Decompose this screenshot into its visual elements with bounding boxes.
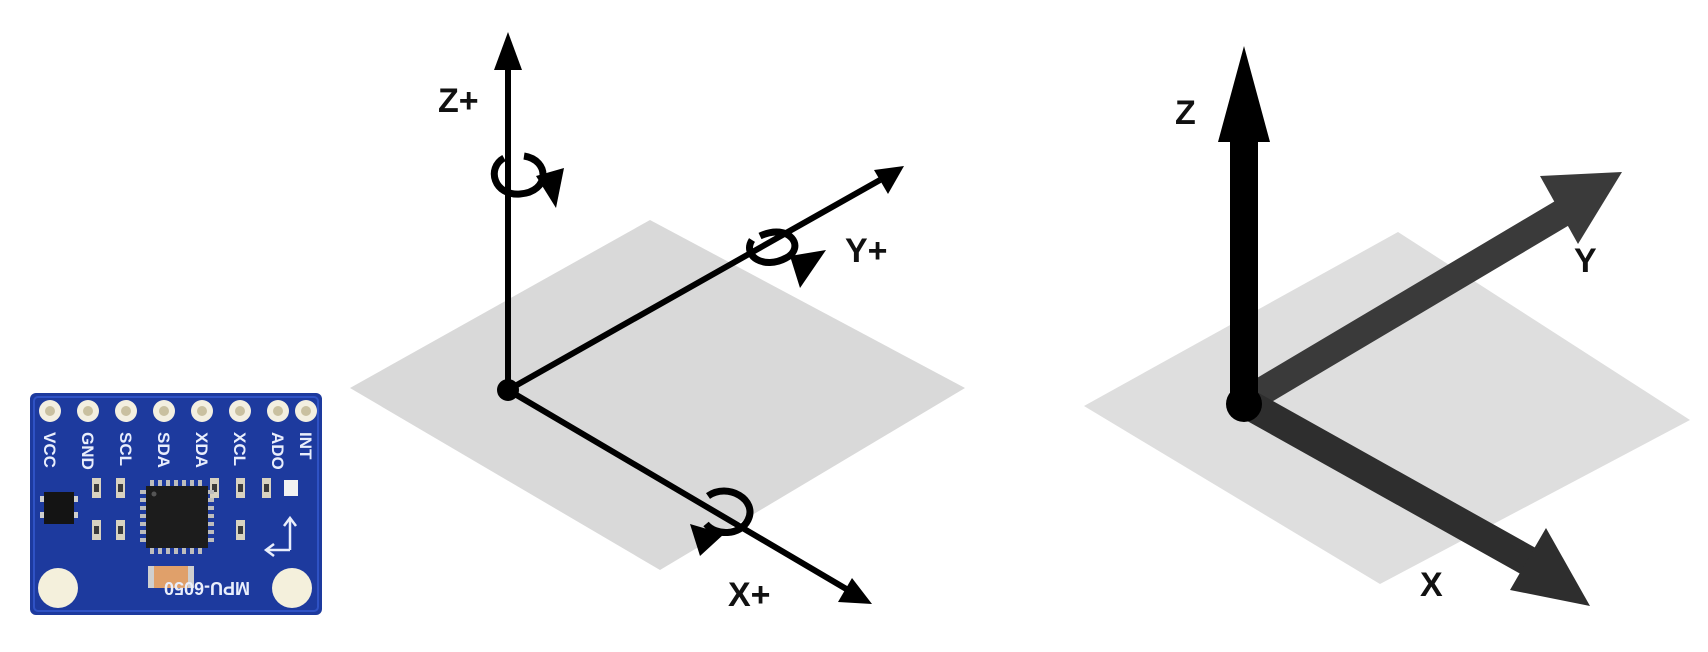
x-axis	[506, 387, 872, 604]
accel-origin-dot	[1226, 386, 1262, 422]
reference-plane	[350, 220, 965, 570]
pcb-edge	[33, 396, 319, 612]
pad-ado	[267, 400, 289, 422]
pad-xcl	[229, 400, 251, 422]
rotation-axes-diagram: Z+ Y+ X+	[350, 32, 965, 614]
pad-sda	[153, 400, 175, 422]
accel-z-arrowhead	[1218, 46, 1270, 142]
regulator-chip	[44, 492, 74, 524]
pad-gnd	[77, 400, 99, 422]
accel-x-label: X	[1420, 566, 1443, 604]
chip-name-label: MPU-6050	[164, 578, 250, 598]
pad-scl	[115, 400, 137, 422]
header-pads	[39, 400, 317, 422]
pin-label-sda: SDA	[154, 432, 173, 468]
mpu6050-board: VCC GND SCL SDA XDA XCL ADO INT	[30, 393, 322, 615]
accel-axes-diagram: Z Y X	[1084, 46, 1690, 606]
imu-chip	[140, 480, 214, 554]
capacitor	[148, 566, 194, 588]
accel-y-axis	[1236, 172, 1622, 415]
pin-label-vcc: VCC	[40, 432, 59, 468]
pin-label-xda: XDA	[192, 432, 211, 468]
accel-x-arrowhead	[1510, 528, 1590, 606]
x-plus-label: X+	[728, 576, 771, 614]
z-axis-arrowhead	[494, 32, 522, 70]
axis-silkscreen-icon	[263, 515, 297, 557]
pin-label-int: INT	[296, 432, 315, 460]
pad-xda	[191, 400, 213, 422]
pin-labels: VCC GND SCL SDA XDA XCL ADO INT	[40, 432, 315, 470]
z-rotation-arrow-icon	[490, 152, 564, 208]
origin-dot	[497, 379, 519, 401]
pin-label-xcl: XCL	[230, 432, 249, 466]
z-axis	[494, 32, 522, 390]
mounting-hole-right	[272, 568, 312, 608]
accel-z-label: Z	[1175, 94, 1196, 132]
z-plus-label: Z+	[438, 82, 479, 120]
y-axis	[506, 166, 904, 393]
pin-label-gnd: GND	[78, 432, 97, 470]
pad-vcc	[39, 400, 61, 422]
y-rotation-arrow-icon	[746, 228, 826, 288]
accel-y-label: Y	[1574, 242, 1597, 280]
y-axis-arrowhead	[874, 166, 904, 194]
reference-plane-accel	[1084, 232, 1690, 584]
pin-label-scl: SCL	[116, 432, 135, 466]
accel-z-axis	[1218, 46, 1270, 406]
accel-y-arrowhead	[1540, 172, 1622, 244]
pin-label-ado: ADO	[268, 432, 287, 470]
x-rotation-arrow-icon	[690, 487, 754, 556]
led	[284, 480, 298, 496]
x-axis-arrowhead	[838, 578, 872, 604]
y-plus-label: Y+	[845, 232, 888, 270]
pad-int	[295, 400, 317, 422]
mounting-hole-left	[38, 568, 78, 608]
smd-components	[40, 478, 298, 540]
accel-x-axis	[1236, 388, 1590, 606]
